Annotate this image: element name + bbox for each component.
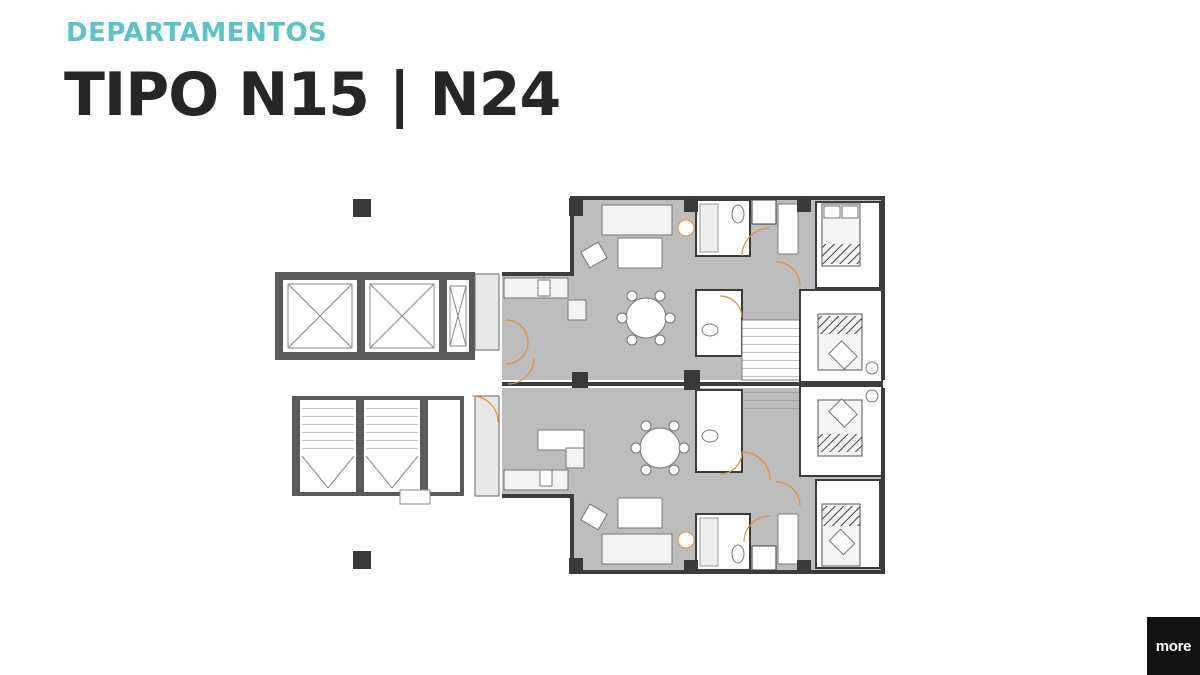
brand-logo: more — [1147, 617, 1200, 675]
apartment-upper — [502, 196, 885, 386]
perimeter-columns — [569, 198, 811, 574]
apartment-lower — [471, 385, 885, 574]
elevator-core — [275, 272, 475, 360]
structural-columns — [353, 199, 371, 569]
page-title: TIPO N15 | N24 — [64, 60, 561, 130]
service-strip — [474, 273, 500, 497]
section-kicker: DEPARTAMENTOS — [66, 18, 328, 48]
stair-core — [292, 396, 464, 505]
brand-logo-text: more — [1155, 637, 1192, 655]
